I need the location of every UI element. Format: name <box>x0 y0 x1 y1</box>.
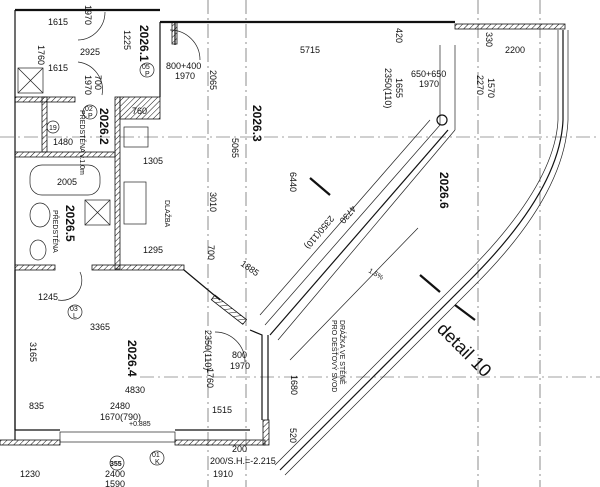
label-dims-g: 1225 <box>122 30 132 50</box>
label-tags-t4-top: 02 <box>85 106 93 113</box>
label-dims-ba: 1970 <box>83 75 93 95</box>
label-dims-l: 1305 <box>143 156 163 166</box>
label-tags-t5-top: 19 <box>49 125 57 132</box>
label-tags-t3-top: 01 <box>152 452 160 459</box>
label-tags-t6-top: 355 <box>110 461 122 468</box>
label-dims-ah: 2480 <box>110 401 130 411</box>
bathtub <box>29 164 101 196</box>
tag-01-k: 01K <box>149 450 165 466</box>
label-dims-o: 5065 <box>230 138 240 158</box>
toilet <box>29 239 47 261</box>
label-dims-r: 5715 <box>300 45 320 55</box>
label-dims-ar: 520 <box>288 428 298 443</box>
label-dims-u: 1970 <box>419 79 439 89</box>
tag-05-p: 05P <box>139 62 155 78</box>
room-label-2026-1: 2026.1 <box>137 25 151 62</box>
label-dims-v: 2350(110) <box>383 68 393 108</box>
label-dims-as: 200 <box>232 444 247 454</box>
label-dims-t: 650+650 <box>411 69 446 79</box>
label-dims-x: 2200 <box>505 45 525 55</box>
label-dims-ak: 835 <box>29 401 44 411</box>
room-label-2026-4: 2026.4 <box>125 340 139 377</box>
label-dims-am: 1760 <box>205 368 215 388</box>
label-tags-t3-bot: K <box>155 459 160 466</box>
notes: DLAŽBA PŘEDSTĚNA PŘEDSTĚNA v.1.0m DRÁŽKA… <box>51 110 347 392</box>
label-notes-dlazba: DLAŽBA <box>163 200 172 228</box>
label-dims-ai: 1670(790) <box>100 412 141 422</box>
washbasin <box>29 202 51 228</box>
label-dims-k: 1480 <box>53 137 73 147</box>
label-dims-af: 3165 <box>28 342 38 362</box>
label-dims-q: 6440 <box>288 172 298 192</box>
fixtures <box>17 11 246 363</box>
label-dims-aj: +0.885 <box>129 421 151 428</box>
label-dims-ac: 1885 <box>239 258 261 278</box>
label-dims-av: 2400 <box>105 469 125 479</box>
label-dims-aq: 1680 <box>289 375 299 395</box>
label-dims-w: 1655 <box>394 78 404 98</box>
label-dims-ay: 1.5% <box>367 268 384 282</box>
sink <box>123 181 147 225</box>
label-tags-t4-bot: P <box>88 113 93 120</box>
label-dims-az: 700 <box>206 245 216 260</box>
tag-355: 355 <box>109 455 125 471</box>
label-dims-ad: 1245 <box>38 292 58 302</box>
facade <box>259 30 569 476</box>
label-dims-ao: 800 <box>232 350 247 360</box>
label-dims-n: 2065 <box>208 70 218 90</box>
label-dims-f: 700 <box>93 75 103 90</box>
label-dims-aa: 1570 <box>486 78 496 98</box>
label-notes-predstena1: PŘEDSTĚNA <box>51 210 60 253</box>
label-dims-bb: 2350(110) <box>303 214 337 251</box>
label-dims-ae: 3365 <box>90 322 110 332</box>
label-dims-p: 3010 <box>208 192 218 212</box>
label-dims-ag: 4830 <box>125 385 145 395</box>
walls <box>0 8 566 446</box>
label-tags-t1-bot: P <box>145 71 150 78</box>
label-notes-drazka2: PRO DEŠŤOVÝ SVOD <box>330 320 339 392</box>
tag-02-p: 02P <box>82 104 98 120</box>
label-dims-ab: 1295 <box>143 245 163 255</box>
room-label-2026-5: 2026.5 <box>63 205 77 242</box>
label-tags-t2-top: 03 <box>70 306 78 313</box>
label-dims-a: 1615 <box>48 17 68 27</box>
label-dims-s: 420 <box>394 28 404 43</box>
label-dims-d: 1760 <box>36 45 46 65</box>
room-label-2026-2: 2026.2 <box>97 108 111 145</box>
label-tags-t2-bot: L <box>73 313 77 320</box>
label-dims-m: 2005 <box>57 177 77 187</box>
tag-19: 19 <box>46 120 60 134</box>
label-dims-i: 1970 <box>175 71 195 81</box>
label-tags-t1-top: 05 <box>142 64 150 71</box>
label-dims-j: 760 <box>132 106 147 116</box>
cooker <box>123 126 149 148</box>
label-dims-aw: 1590 <box>105 479 125 487</box>
label-dims-ap: 1970 <box>230 361 250 371</box>
label-dims-au: 1230 <box>20 469 40 479</box>
label-dims-h: 800+400 <box>166 61 201 71</box>
label-dims-al: 1515 <box>212 405 232 415</box>
label-dims-an: 2350(110) <box>203 330 213 370</box>
label-dims-c: 1615 <box>48 63 68 73</box>
room-label-2026-6: 2026.6 <box>437 172 451 209</box>
label-dims-y: 330 <box>484 32 494 47</box>
label-dims-b: 2925 <box>80 47 100 57</box>
label-dims-ax: 1910 <box>213 469 233 479</box>
room-label-2026-3: 2026.3 <box>250 105 264 142</box>
label-notes-drazka1: DRÁŽKA VE STĚNĚ <box>338 320 347 385</box>
label-notes-predstena2: PŘEDSTĚNA v.1.0m <box>78 110 87 175</box>
label-dims-z: 2270 <box>475 75 485 95</box>
dimensions: 1615 2925 1615 1760 1970 700 1970 1225 8… <box>20 5 525 487</box>
tag-03-l: 03L <box>67 304 83 320</box>
detail-label: detail 10 <box>433 319 495 381</box>
label-dims-at: 200/S.H.=-2.215 <box>210 456 276 466</box>
label-dims-e: 1970 <box>83 5 93 25</box>
